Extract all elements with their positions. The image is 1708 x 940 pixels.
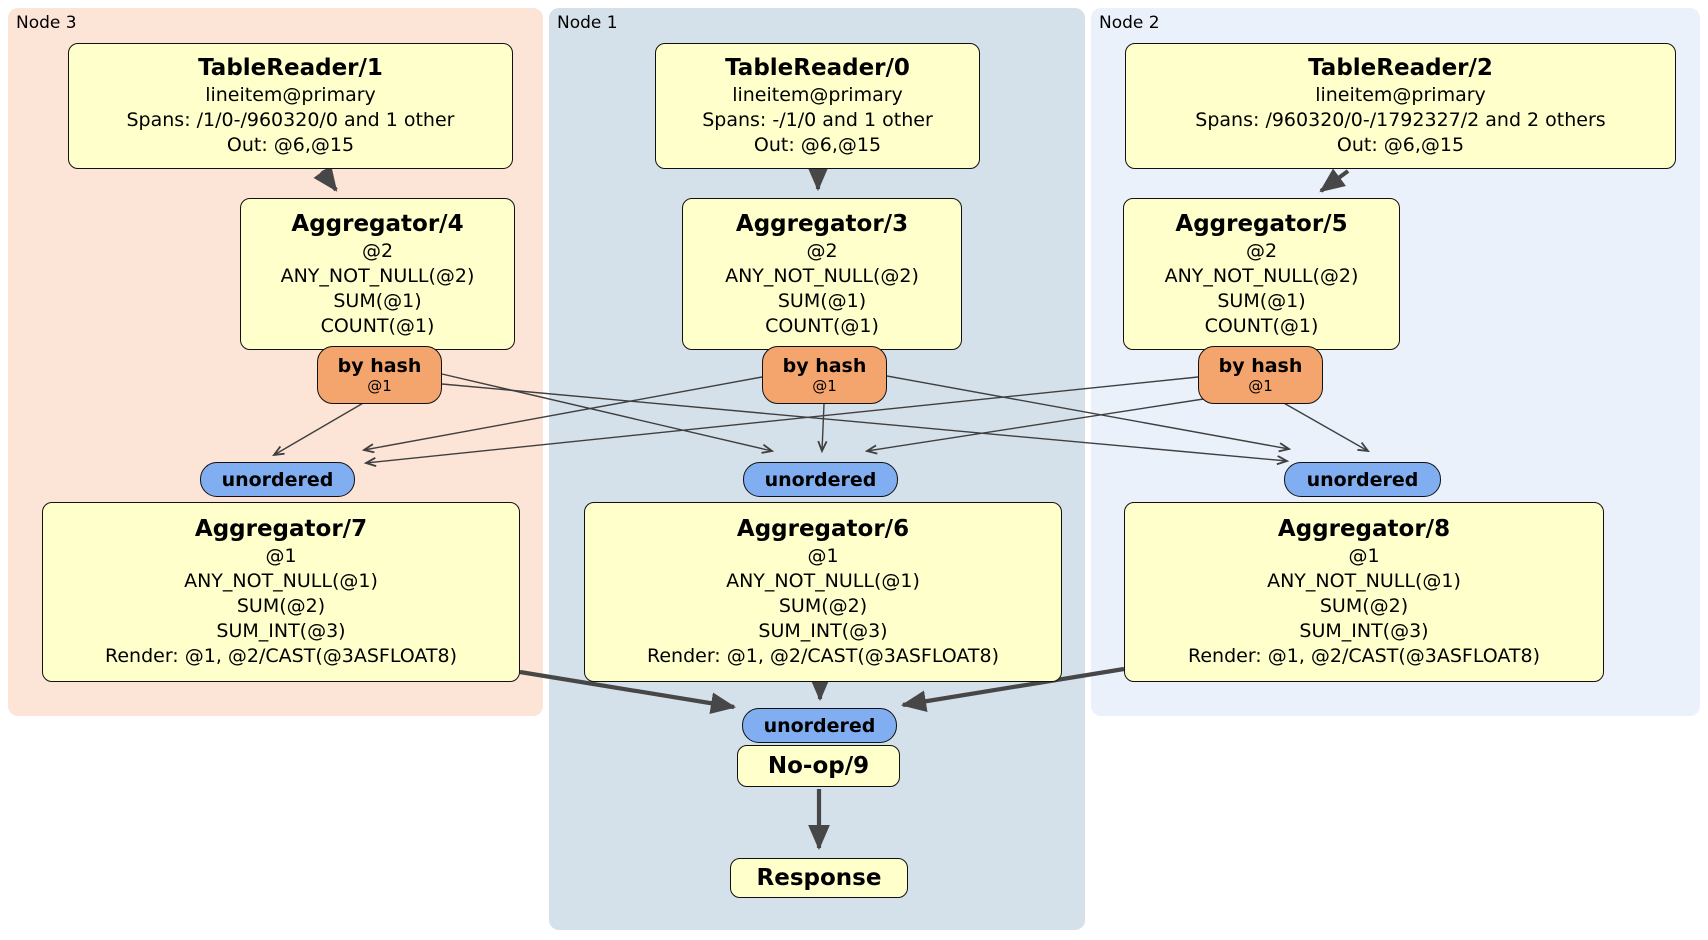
processor-title: No-op/9 [767,752,870,779]
processor-line: COUNT(@1) [1204,314,1319,337]
node2-label: Node 2 [1099,13,1160,33]
processor-line: Spans: /1/0-/960320/0 and 1 other [126,109,455,131]
processor-line: lineitem@primary [205,84,376,106]
unordered-stream-node3: unordered [200,462,355,497]
processor-line: SUM(@1) [333,289,422,312]
aggregator-8-processor: Aggregator/8 @1 ANY_NOT_NULL(@1) SUM(@2)… [1124,502,1604,682]
processor-line: Render: @1, @2/CAST(@3ASFLOAT8) [1188,645,1540,667]
processor-line: ANY_NOT_NULL(@2) [725,264,919,287]
processor-line: ANY_NOT_NULL(@1) [726,570,920,592]
processor-line: ANY_NOT_NULL(@1) [1267,570,1461,592]
processor-line: SUM(@2) [236,595,326,617]
processor-title: Aggregator/4 [291,210,464,237]
processor-line: Out: @6,@15 [753,134,882,156]
processor-line: SUM_INT(@3) [216,620,346,642]
processor-line: COUNT(@1) [765,314,879,337]
processor-line: @2 [806,239,838,262]
processor-title: Response [756,864,882,891]
hash-router-node3: by hash @1 [317,346,442,404]
processor-title: Aggregator/6 [736,516,910,542]
processor-title: TableReader/0 [725,55,910,81]
noop-9-processor: No-op/9 [737,745,900,787]
router-label: by hash [1218,355,1303,377]
processor-line: Render: @1, @2/CAST(@3ASFLOAT8) [105,645,457,667]
processor-title: Aggregator/7 [194,516,368,542]
router-detail: @1 [1248,377,1273,395]
processor-line: SUM(@1) [777,289,867,312]
processor-line: @1 [1348,545,1380,567]
node3-label: Node 3 [16,13,77,33]
processor-line: @2 [361,239,394,262]
aggregator-6-processor: Aggregator/6 @1 ANY_NOT_NULL(@1) SUM(@2)… [584,502,1062,682]
processor-line: SUM(@2) [1319,595,1409,617]
processor-line: Out: @6,@15 [226,134,355,156]
unordered-stream-final: unordered [742,708,897,743]
processor-line: SUM(@2) [778,595,868,617]
router-detail: @1 [812,377,837,395]
processor-line: Spans: -/1/0 and 1 other [702,109,933,131]
processor-line: SUM_INT(@3) [1299,620,1429,642]
processor-line: ANY_NOT_NULL(@2) [1164,264,1359,287]
aggregator-3-processor: Aggregator/3 @2 ANY_NOT_NULL(@2) SUM(@1)… [682,198,962,350]
tablereader-2-processor: TableReader/2 lineitem@primary Spans: /9… [1125,43,1676,169]
aggregator-7-processor: Aggregator/7 @1 ANY_NOT_NULL(@1) SUM(@2)… [42,502,520,682]
node1-label: Node 1 [557,13,618,33]
processor-line: @1 [807,545,839,567]
processor-line: lineitem@primary [1315,84,1486,106]
stream-label: unordered [764,468,877,491]
processor-line: @1 [265,545,297,567]
response-processor: Response [730,858,908,898]
processor-line: ANY_NOT_NULL(@2) [280,264,475,287]
processor-line: COUNT(@1) [320,314,435,337]
aggregator-4-processor: Aggregator/4 @2 ANY_NOT_NULL(@2) SUM(@1)… [240,198,515,350]
processor-line: ANY_NOT_NULL(@1) [184,570,378,592]
processor-title: TableReader/2 [1308,55,1493,81]
aggregator-5-processor: Aggregator/5 @2 ANY_NOT_NULL(@2) SUM(@1)… [1123,198,1400,350]
processor-title: Aggregator/8 [1277,516,1451,542]
hash-router-node2: by hash @1 [1198,346,1323,404]
processor-line: Spans: /960320/0-/1792327/2 and 2 others [1195,109,1606,131]
unordered-stream-node1: unordered [743,462,898,497]
unordered-stream-node2: unordered [1284,462,1441,497]
tablereader-1-processor: TableReader/1 lineitem@primary Spans: /1… [68,43,513,169]
stream-label: unordered [763,714,876,737]
hash-router-node1: by hash @1 [762,346,887,404]
processor-line: @2 [1245,239,1278,262]
processor-line: lineitem@primary [732,84,903,106]
router-detail: @1 [367,377,392,395]
stream-label: unordered [221,468,334,491]
router-label: by hash [782,355,867,377]
router-label: by hash [337,355,422,377]
processor-title: Aggregator/5 [1175,210,1348,237]
processor-line: Render: @1, @2/CAST(@3ASFLOAT8) [647,645,999,667]
processor-line: SUM_INT(@3) [758,620,888,642]
stream-label: unordered [1306,468,1419,491]
tablereader-0-processor: TableReader/0 lineitem@primary Spans: -/… [655,43,980,169]
processor-line: SUM(@1) [1217,289,1306,312]
processor-title: TableReader/1 [198,55,383,81]
processor-title: Aggregator/3 [735,210,909,237]
processor-line: Out: @6,@15 [1336,134,1465,156]
